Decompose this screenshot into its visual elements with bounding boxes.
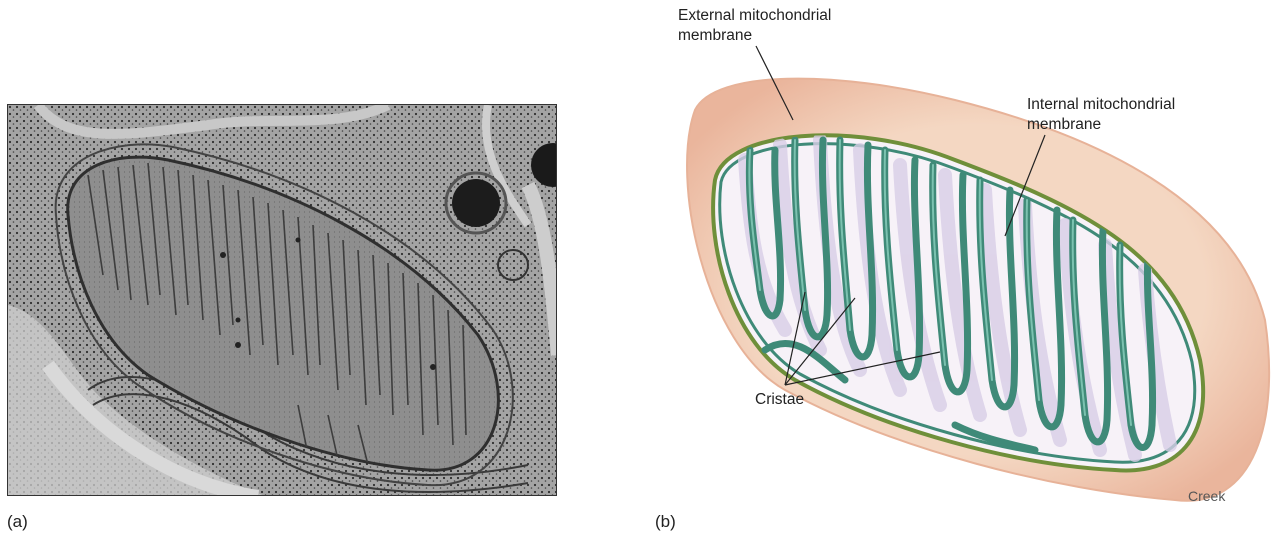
external-membrane-label-line1: External mitochondrial [678,6,831,26]
internal-membrane-label-line2: membrane [1027,115,1175,135]
cristae-label: Cristae [755,390,804,410]
internal-membrane-label: Internal mitochondrial membrane [1027,95,1175,135]
micrograph-image [8,105,557,496]
mitochondrion-diagram: External mitochondrial membrane Internal… [655,0,1272,541]
panel-label-a: (a) [7,512,28,532]
external-membrane-label: External mitochondrial membrane [678,6,831,46]
panel-label-b: (b) [655,512,676,532]
artist-credit: Creek [1188,488,1225,504]
mitochondrion-illustration [655,0,1272,541]
internal-membrane-label-line1: Internal mitochondrial [1027,95,1175,115]
external-membrane-label-line2: membrane [678,26,831,46]
electron-micrograph [7,104,557,496]
